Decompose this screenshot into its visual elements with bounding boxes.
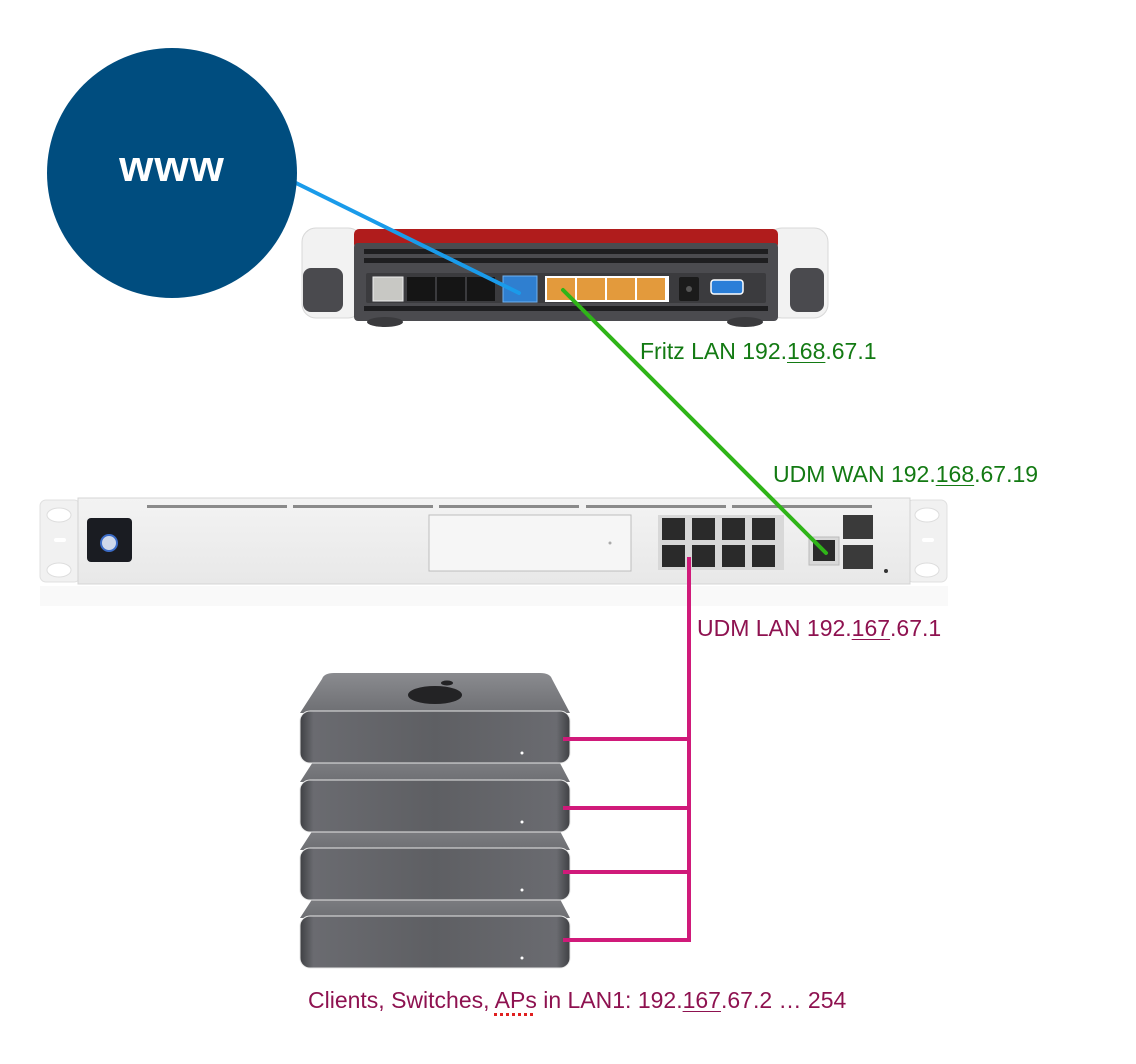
fritz-lan-prefix: Fritz LAN 192. (640, 338, 787, 364)
clients-label-part2: in LAN1: 192. (536, 987, 683, 1013)
udm-lan-label: UDM LAN 192.167.67.1 (697, 615, 941, 642)
udm-wan-suffix: .67.19 (974, 461, 1039, 487)
clients-label: Clients, Switches, APs in LAN1: 192.167.… (308, 987, 846, 1014)
client-stack (299, 673, 571, 969)
router-device (301, 227, 829, 327)
udm-wan-subnet: 168 (935, 461, 975, 487)
udm-wan-prefix: UDM WAN 192. (773, 461, 936, 487)
mac-mini-side (299, 847, 571, 901)
mac-mini-side (299, 779, 571, 833)
apple-logo-icon (408, 686, 462, 704)
status-led (520, 820, 524, 824)
status-led (520, 956, 524, 960)
status-led (520, 751, 524, 755)
link-gateway-to-clients (563, 557, 691, 942)
mac-mini-side (299, 710, 571, 764)
mac-mini-side (299, 915, 571, 969)
udm-lan-prefix: UDM LAN 192. (697, 615, 852, 641)
udm-lan-suffix: .67.1 (890, 615, 942, 641)
link-internet-to-router (294, 181, 521, 295)
apple-leaf-icon (441, 680, 453, 686)
clients-label-part1: Clients, Switches, (308, 987, 495, 1013)
udm-wan-label: UDM WAN 192.168.67.19 (773, 461, 1038, 488)
fritz-lan-subnet: 168 (787, 338, 826, 364)
clients-label-suffix: .67.2 … 254 (720, 987, 847, 1013)
clients-label-aps: APs (494, 987, 537, 1013)
clients-label-subnet: 167 (682, 987, 721, 1013)
fritz-lan-label: Fritz LAN 192.168.67.1 (640, 338, 877, 365)
gateway-device (39, 497, 948, 606)
internet-label: www (119, 142, 225, 191)
mac-mini-unit (299, 673, 571, 764)
fritz-lan-suffix: .67.1 (825, 338, 877, 364)
udm-lan-subnet: 167 (851, 615, 891, 641)
internet-node: www (47, 48, 297, 298)
link-router-to-gateway (561, 288, 828, 555)
status-led (520, 888, 524, 892)
